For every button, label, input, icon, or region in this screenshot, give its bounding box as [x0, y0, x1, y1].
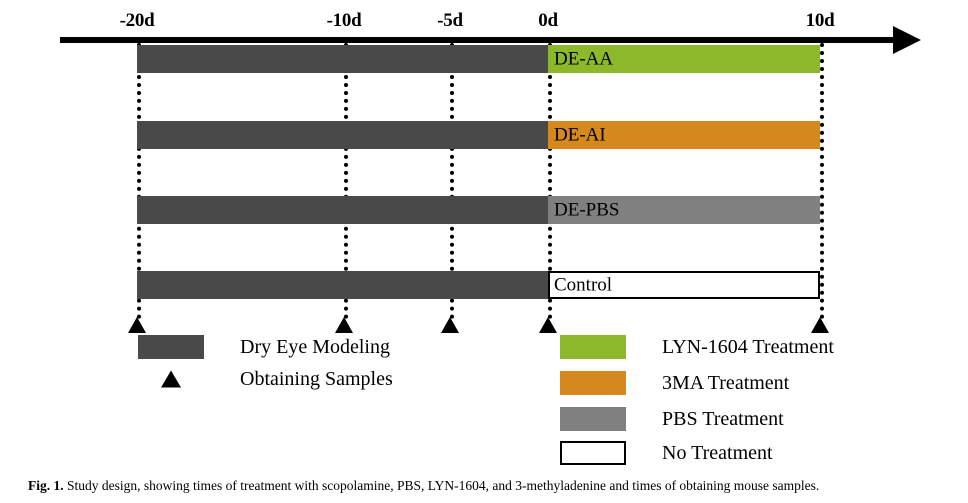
sample-marker-icon-10d [811, 317, 829, 333]
segment-treatment-de-aa [548, 45, 820, 73]
legend-label-lyn-1604-treatment: LYN-1604 Treatment [662, 335, 834, 358]
legend-swatch-green-square [560, 335, 626, 359]
legend-item-dry-eye-modeling: Dry Eye Modeling [138, 334, 390, 360]
legend-label-3ma-treatment: 3MA Treatment [662, 371, 790, 394]
timeline-axis [60, 37, 900, 43]
legend-swatch-gray-square [560, 407, 626, 431]
legend-swatch-white-square [560, 441, 626, 465]
tick-label-minus5d: -5d [437, 10, 463, 31]
figure-caption-prefix: Fig. 1. [28, 478, 64, 493]
legend-item-obtaining-samples: Obtaining Samples [138, 366, 393, 392]
legend-item-lyn-1604-treatment: LYN-1604 Treatment [560, 334, 834, 360]
bar-label-de-aa: DE-AA [554, 48, 614, 70]
timeline-row-de-ai: DE-AI [137, 121, 820, 149]
segment-treatment-de-ai [548, 121, 820, 149]
sample-marker-icon-minus10d [335, 317, 353, 333]
segment-modeling-control [137, 271, 548, 299]
guide-line-minus20d [137, 43, 141, 319]
guide-line-10d [820, 43, 824, 319]
segment-treatment-control [548, 271, 820, 299]
sample-marker-icon-minus5d [441, 317, 459, 333]
segment-modeling-de-ai [137, 121, 548, 149]
bar-label-de-pbs: DE-PBS [554, 199, 620, 221]
legend-swatch-orange-square [560, 371, 626, 395]
segment-treatment-de-pbs [548, 196, 820, 224]
figure-caption: Fig. 1. Study design, showing times of t… [28, 478, 953, 495]
timeline-row-de-aa: DE-AA [137, 45, 820, 73]
legend-swatch-black-triangle-icon [138, 367, 204, 391]
legend-label-no-treatment: No Treatment [662, 441, 773, 464]
legend-item-pbs-treatment: PBS Treatment [560, 406, 784, 432]
tick-label-minus20d: -20d [119, 10, 155, 31]
sample-marker-icon-0d [539, 317, 557, 333]
tick-label-minus10d: -10d [326, 10, 362, 31]
segment-modeling-de-pbs [137, 196, 548, 224]
legend-label-obtaining-samples: Obtaining Samples [240, 367, 393, 390]
timeline-arrow-icon [893, 26, 921, 54]
figure-caption-text: Study design, showing times of treatment… [67, 478, 820, 493]
bar-label-de-ai: DE-AI [554, 124, 606, 146]
legend-swatch-dark-gray-square [138, 335, 204, 359]
legend-label-dry-eye-modeling: Dry Eye Modeling [240, 335, 390, 358]
segment-modeling-de-aa [137, 45, 548, 73]
legend-item-3ma-treatment: 3MA Treatment [560, 370, 789, 396]
timeline-row-de-pbs: DE-PBS [137, 196, 820, 224]
tick-label-0d: 0d [538, 10, 558, 31]
legend-item-no-treatment: No Treatment [560, 440, 773, 466]
timeline-row-control: Control [137, 271, 820, 299]
tick-label-10d: 10d [805, 10, 835, 31]
guide-line-minus10d [344, 43, 348, 319]
guide-line-minus5d [450, 43, 454, 319]
guide-line-0d [548, 43, 552, 319]
sample-marker-icon-minus20d [128, 317, 146, 333]
legend-label-pbs-treatment: PBS Treatment [662, 407, 784, 430]
bar-label-control: Control [554, 274, 613, 296]
